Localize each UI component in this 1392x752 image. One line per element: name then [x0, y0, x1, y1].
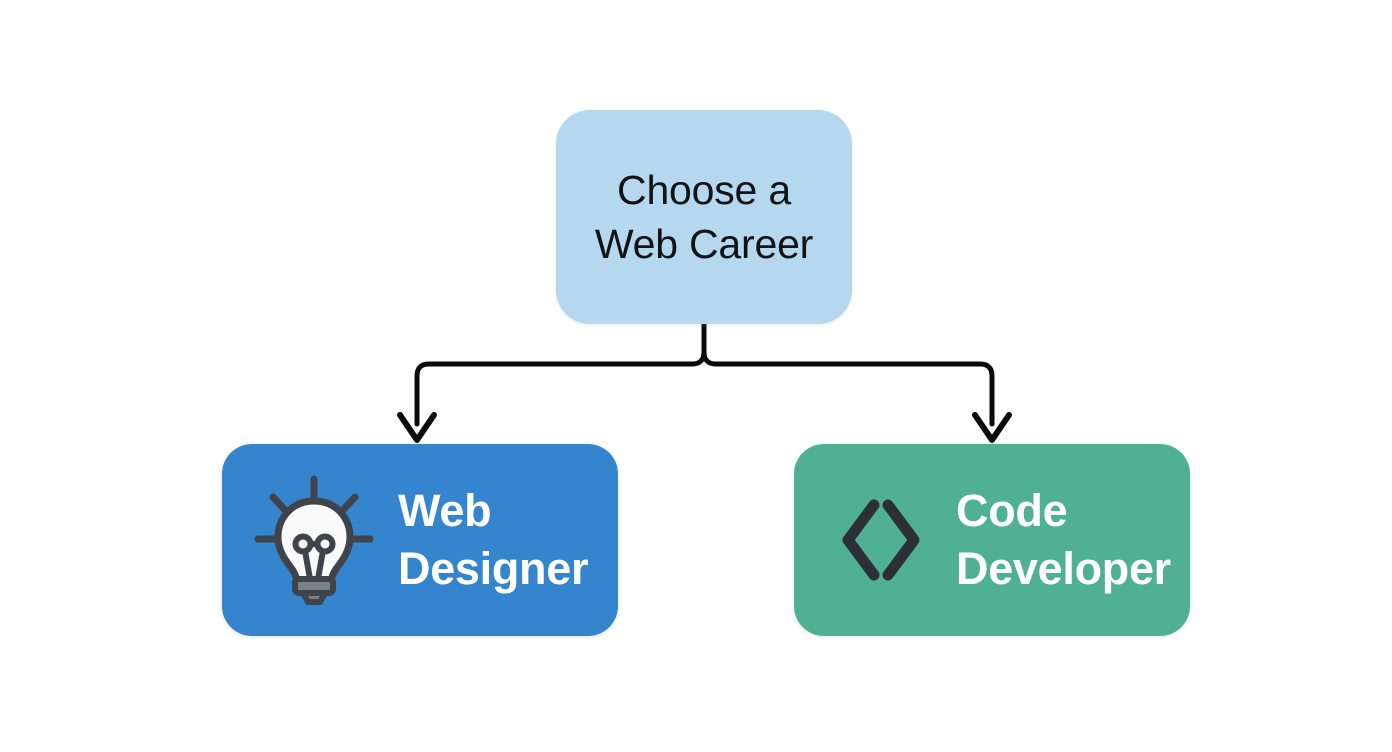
bulb-ray-top-left: [269, 493, 288, 513]
code-left-bracket: [842, 499, 880, 581]
node-root-label: Choose a Web Career: [595, 163, 813, 271]
edge-to-web-designer: [414, 349, 707, 427]
node-root-label-line1: Choose a: [617, 166, 791, 213]
bulb-base-tip: [300, 590, 328, 605]
edge-to-code-developer: [701, 349, 995, 427]
node-web-designer-label-line1: Web: [398, 485, 492, 537]
node-root-label-line2: Web Career: [594, 221, 814, 267]
lightbulb-icon: [252, 475, 376, 605]
node-code-developer-label-line1: Code: [956, 485, 1068, 537]
bulb-contact-right: [314, 533, 336, 555]
node-web-designer-label-line2: Designer: [398, 543, 589, 594]
bulb-ray-top-right: [340, 493, 359, 513]
node-code-developer-label-line2: Developer: [956, 543, 1171, 594]
code-right-bracket: [882, 499, 920, 581]
node-choose-a-web-career[interactable]: Choose a Web Career: [556, 110, 852, 324]
code-brackets-icon: [824, 495, 934, 585]
arrowhead-code-developer: [972, 412, 1012, 443]
bulb-contact-left: [292, 533, 314, 555]
arrowhead-web-designer: [397, 412, 437, 443]
